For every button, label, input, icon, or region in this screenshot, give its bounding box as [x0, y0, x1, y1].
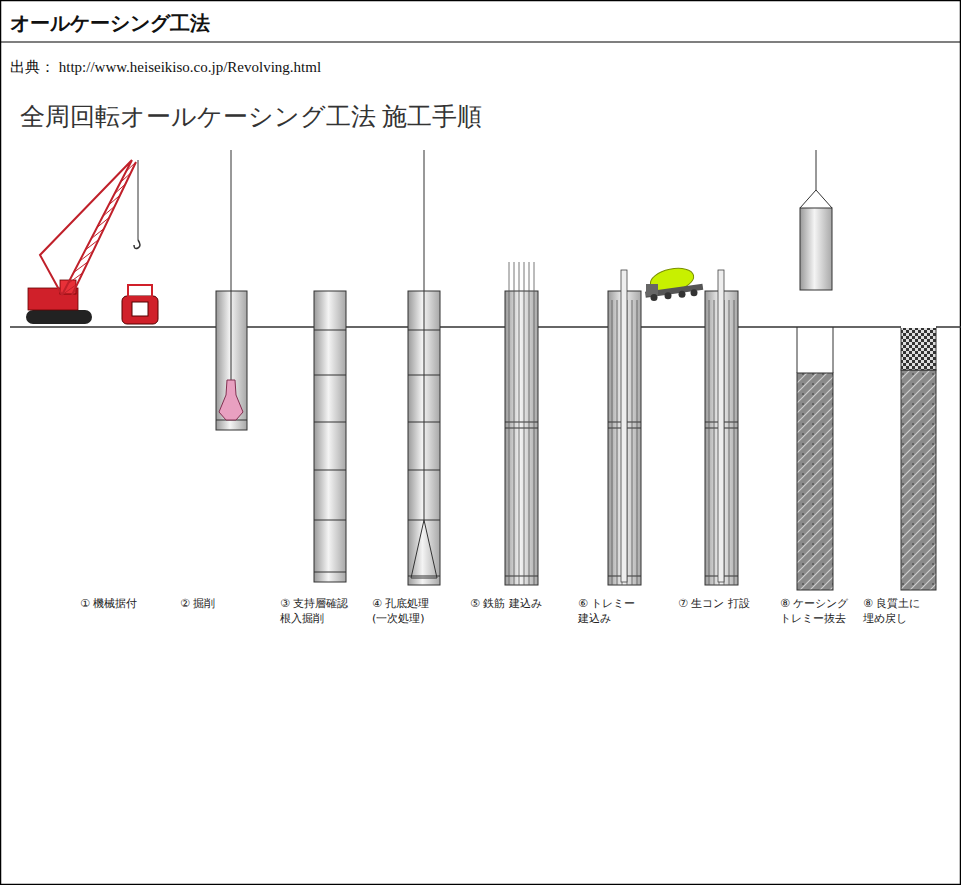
step-label: ① 機械据付	[80, 597, 172, 612]
tremie-pipe	[718, 270, 724, 582]
page-title: オールケーシング工法	[10, 10, 210, 37]
step-label: ③ 支持層確認 根入掘削	[280, 597, 372, 627]
bottom-bucket	[411, 520, 437, 578]
casing-rotator	[122, 285, 158, 324]
illustration-title: 全周回転オールケーシング工法 施工手順	[20, 100, 482, 133]
ground-line	[10, 326, 961, 327]
step-label: ⑤ 鉄筋 建込み	[470, 597, 562, 612]
bucket-wire	[424, 150, 425, 520]
step-label: ④ 孔底処理 (一次処理)	[372, 597, 464, 627]
step-label: ⑦ 生コン 打設	[678, 597, 770, 612]
step-label: ⑥ トレミー 建込み	[578, 597, 670, 627]
tremie-pipe	[621, 270, 627, 582]
step-label: ⑧ ケーシング トレミー抜去	[780, 597, 872, 627]
casing	[505, 291, 538, 585]
hammer-grab	[219, 380, 243, 420]
mixer-truck	[645, 265, 703, 301]
step-label: ⑧ 良質土に 埋め戻し	[863, 597, 955, 627]
backfill	[901, 327, 936, 590]
source-note: 出典： http://www.heiseikiso.co.jp/Revolvin…	[10, 58, 321, 77]
rebar-cage	[509, 262, 534, 585]
kelly-wire	[231, 150, 232, 380]
step-label: ② 掘削	[180, 597, 272, 612]
casing-extraction	[797, 150, 833, 590]
casing	[314, 291, 346, 582]
